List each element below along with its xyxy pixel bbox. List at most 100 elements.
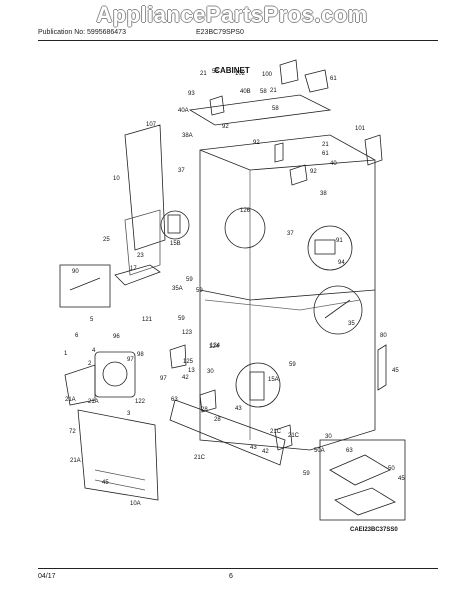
callout-59: 59 xyxy=(196,288,203,294)
callout-43: 43 xyxy=(235,406,242,412)
callout-59: 59 xyxy=(303,471,310,477)
callout-42: 42 xyxy=(182,375,189,381)
cabinet-divider xyxy=(199,289,376,301)
callout-21: 21 xyxy=(270,88,277,94)
callout-23: 23 xyxy=(137,253,144,259)
callout-92: 92 xyxy=(253,140,260,146)
callout-45: 45 xyxy=(392,368,399,374)
callout-30: 30 xyxy=(207,369,214,375)
header-rule xyxy=(38,40,438,41)
side-bracket-part xyxy=(377,344,387,391)
publication-number: Publication No: 5995686473 xyxy=(38,29,126,36)
callout-40: 40 xyxy=(330,161,337,167)
shelf-part xyxy=(114,264,161,286)
callout-40b: 40B xyxy=(240,89,251,95)
callout-45: 45 xyxy=(102,480,109,486)
callout-21c: 21C xyxy=(270,429,282,435)
air-duct-panel xyxy=(124,124,166,251)
callout-122: 122 xyxy=(135,399,146,405)
callout-59: 59 xyxy=(186,277,193,283)
hinge-part xyxy=(364,134,383,166)
callout-35: 35 xyxy=(348,321,355,327)
callout-37: 37 xyxy=(178,168,185,174)
callout-124: 124 xyxy=(209,344,220,350)
callout-101: 101 xyxy=(355,126,366,132)
callout-107: 107 xyxy=(146,122,157,128)
callout-28: 28 xyxy=(214,417,221,423)
callout-90: 90 xyxy=(72,269,79,275)
callout-15b: 15B xyxy=(170,241,181,247)
model-number: E23BC79SPS0 xyxy=(196,29,244,36)
callout-126: 126 xyxy=(240,208,251,214)
callout-125: 125 xyxy=(183,359,194,365)
callout-37: 37 xyxy=(287,231,294,237)
callout-30: 30 xyxy=(325,434,332,440)
callout-97: 97 xyxy=(160,376,167,382)
footer-date: 04/17 xyxy=(38,573,56,580)
callout-21a: 21A xyxy=(88,399,99,405)
callout-21c: 21C xyxy=(288,433,300,439)
callout-21a: 21A xyxy=(70,458,81,464)
diagram-code: CAEI23BC37SS0 xyxy=(350,527,398,533)
callout-3: 3 xyxy=(127,411,131,417)
watermark: AppliancePartsPros.com xyxy=(96,2,368,27)
callout-124: 124 xyxy=(210,343,221,349)
callout-94: 94 xyxy=(338,260,345,266)
callout-40a: 40A xyxy=(178,108,189,114)
callout-15a: 15A xyxy=(268,377,279,383)
cabinet-outline xyxy=(199,134,376,451)
callout-50a: 50A xyxy=(314,448,325,454)
callout-121: 121 xyxy=(142,317,153,323)
callout-72: 72 xyxy=(69,429,76,435)
callout-42: 42 xyxy=(262,449,269,455)
inset-detail-126 xyxy=(224,207,266,249)
top-cover-part xyxy=(188,94,332,126)
evaporator-cover xyxy=(77,409,159,501)
inset-detail-35 xyxy=(313,285,363,335)
callout-59: 59 xyxy=(178,316,185,322)
callout-59: 59 xyxy=(289,362,296,368)
callout-92: 92 xyxy=(222,124,229,130)
callout-50: 50 xyxy=(388,466,395,472)
callout-61: 61 xyxy=(330,76,337,82)
callout-38a: 38A xyxy=(182,133,193,139)
callout-100: 100 xyxy=(262,72,273,78)
callout-38: 38 xyxy=(320,191,327,197)
callout-80: 80 xyxy=(380,333,387,339)
callout-1: 1 xyxy=(64,351,68,357)
callout-58: 58 xyxy=(272,106,279,112)
callout-58: 58 xyxy=(260,89,267,95)
callout-61: 61 xyxy=(322,151,329,157)
callout-102: 102 xyxy=(235,71,246,77)
callout-17: 17 xyxy=(130,266,137,272)
callout-28: 28 xyxy=(201,407,208,413)
callout-97: 97 xyxy=(127,357,134,363)
callout-98: 98 xyxy=(137,352,144,358)
callout-21: 21 xyxy=(322,142,329,148)
inset-detail-90 xyxy=(59,264,111,308)
callout-13: 13 xyxy=(188,368,195,374)
callout-21a: 21A xyxy=(65,397,76,403)
callout-63: 63 xyxy=(171,397,178,403)
callout-58: 58 xyxy=(212,69,219,75)
callout-10a: 10A xyxy=(130,501,141,507)
inset-detail-50 xyxy=(319,439,406,521)
callout-96: 96 xyxy=(113,334,120,340)
inset-detail-15b xyxy=(160,210,190,240)
callout-10: 10 xyxy=(113,176,120,182)
callout-4: 4 xyxy=(92,348,96,354)
callout-93: 93 xyxy=(188,91,195,97)
callout-35a: 35A xyxy=(172,286,183,292)
callout-2: 2 xyxy=(88,361,92,367)
callout-21: 21 xyxy=(200,71,207,77)
callout-5: 5 xyxy=(90,317,94,323)
callout-21c: 21C xyxy=(194,455,206,461)
section-title: CABINET xyxy=(214,66,250,75)
footer-rule xyxy=(38,568,438,569)
inset-detail-15a xyxy=(235,362,281,408)
callout-6: 6 xyxy=(75,333,79,339)
callout-91: 91 xyxy=(336,238,343,244)
